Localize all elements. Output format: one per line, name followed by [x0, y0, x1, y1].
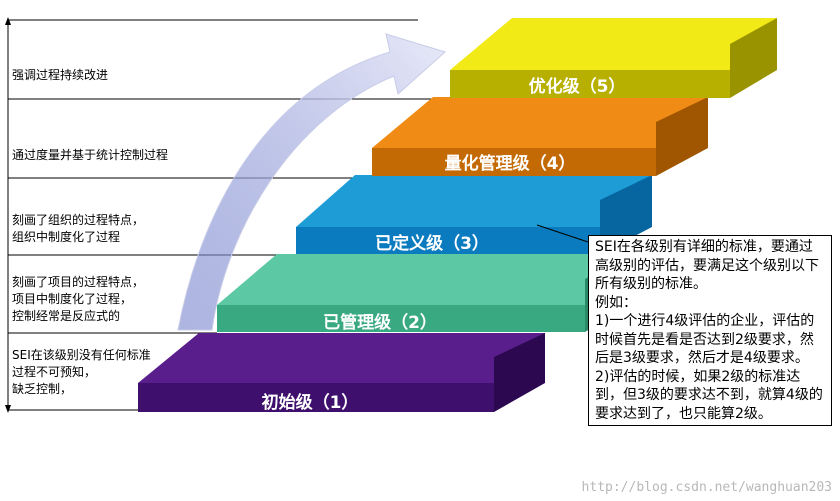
level-4-description: 通过度量并基于统计控制过程 [12, 148, 169, 162]
level-3-label: 已定义级（3） [375, 233, 489, 254]
level-1-label: 初始级（1） [262, 392, 359, 413]
level-1-step: 初始级（1） [138, 333, 545, 413]
progress-curved-arrow [177, 33, 446, 331]
level-4-label: 量化管理级（4） [445, 153, 576, 174]
source-watermark: http://blog.csdn.net/wanghuan203 [581, 480, 832, 495]
level-2-step: 已管理级（2） [217, 254, 628, 333]
level-3-description: 刻画了组织的过程特点， 组织中制度化了过程 [12, 213, 145, 244]
sei-standards-note: SEI在各级别有详细的标准，要通过高级别的评估，要满足这个级别以下所有级别的标准… [588, 235, 832, 426]
level-1-description: SEI在该级别没有任何标准 过程不可预知， 缺乏控制， [12, 348, 151, 396]
level-3-step: 已定义级（3） [296, 175, 652, 254]
level-5-step: 优化级（5） [450, 18, 777, 98]
level-5-description: 强调过程持续改进 [12, 68, 109, 82]
level-2-description: 刻画了项目的过程特点， 项目中制度化了过程， 控制经常是反应式的 [12, 275, 145, 323]
level-4-step: 量化管理级（4） [372, 97, 708, 176]
level-5-label: 优化级（5） [529, 76, 626, 97]
vertical-scale-axis [5, 17, 11, 413]
level-separator-lines [8, 19, 450, 411]
level-2-label: 已管理级（2） [323, 312, 437, 333]
note-pointer-line [536, 224, 589, 243]
